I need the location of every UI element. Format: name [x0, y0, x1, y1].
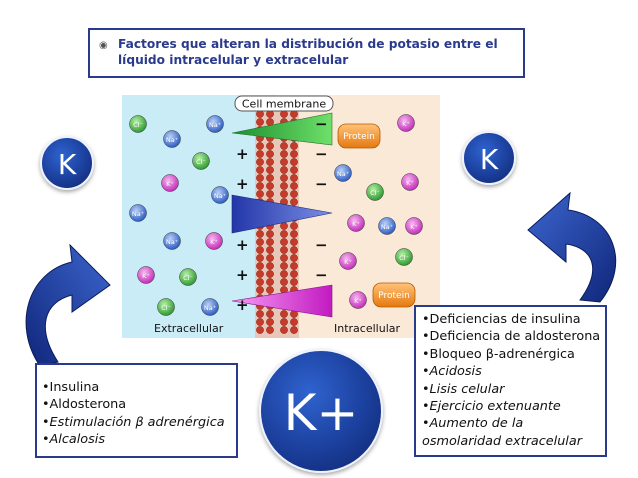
- intracellular-label: Intracellular: [334, 322, 400, 335]
- factor-item: •Aldosterona: [42, 397, 127, 413]
- k-ion-icon: K⁺: [405, 217, 423, 235]
- na-ion-icon: Na⁺: [334, 164, 352, 182]
- k-ion-icon: K⁺: [401, 173, 419, 191]
- factor-item: •Acidosis: [422, 364, 482, 380]
- left-factors-box: •Insulina •Aldosterona•Estimulación β adr…: [35, 363, 238, 458]
- diagram-title: Factores que alteran la distribución de …: [118, 37, 498, 67]
- charge-minus: −: [315, 175, 328, 193]
- na-ion-label: Na⁺: [166, 238, 178, 246]
- cl-ion-icon: Cl⁻: [395, 248, 413, 266]
- k-ion-label: K⁺: [166, 180, 174, 188]
- na-ion-icon: Na⁺: [378, 217, 396, 235]
- na-ion-icon: Na⁺: [206, 115, 224, 133]
- protein-blob: Protein: [337, 123, 381, 149]
- potassium-ion-k-plus-icon: K+: [259, 349, 383, 473]
- charge-minus: −: [315, 145, 328, 163]
- k-ion-label: K⁺: [142, 272, 150, 280]
- charge-plus: +: [236, 145, 249, 163]
- na-ion-icon: Na⁺: [201, 298, 219, 316]
- right-factors-box: •Deficiencias de insulina •Deficiencia de…: [414, 305, 607, 457]
- curved-arrow-left-icon: [25, 243, 111, 367]
- k-ion-icon: K⁺: [339, 252, 357, 270]
- k-ion-icon: K⁺: [161, 174, 179, 192]
- cl-ion-label: Cl⁻: [399, 254, 409, 262]
- cl-ion-label: Cl⁻: [196, 158, 206, 166]
- k-ion-label: K⁺: [352, 220, 360, 228]
- right-factors-list: •Deficiencias de insulina •Deficiencia de…: [422, 311, 605, 450]
- factor-item: •Ejercicio extenuante: [422, 399, 561, 415]
- cl-ion-label: Cl⁻: [370, 189, 380, 197]
- factor-item: •Bloqueo β-adrenérgica: [422, 346, 575, 362]
- cl-ion-label: Cl⁻: [161, 304, 171, 312]
- charge-minus: −: [315, 236, 328, 254]
- extracellular-label: Extracellular: [154, 322, 224, 335]
- k-ion-label: K⁺: [354, 297, 362, 305]
- factor-item: •Estimulación β adrenérgica: [42, 414, 225, 430]
- na-gradient-triangle: [231, 194, 333, 234]
- potassium-k-icon-right: K: [462, 131, 516, 185]
- cl-ion-icon: Cl⁻: [157, 298, 175, 316]
- cell-membrane-label-box: [234, 95, 334, 112]
- membrane-svg: + + + + + − − − − − Cell membrane Cl⁻ Na⁺…: [122, 95, 440, 338]
- factor-item: •Insulina: [42, 380, 100, 395]
- charge-minus: −: [315, 266, 328, 284]
- na-ion-label: Na⁺: [204, 304, 216, 312]
- k-ion-label: K⁺: [410, 223, 418, 231]
- cl-ion-icon: Cl⁻: [192, 152, 210, 170]
- factor-item: •Lisis celular: [422, 381, 505, 397]
- na-ion-label: Na⁺: [132, 210, 144, 218]
- k-ion-icon: K⁺: [347, 214, 365, 232]
- k-ion-label: K⁺: [344, 258, 352, 266]
- factor-item: •Alcalosis: [42, 432, 106, 448]
- k-ion-icon: K⁺: [205, 232, 223, 250]
- protein-label: Protein: [378, 291, 410, 301]
- protein-blob: Protein: [372, 282, 416, 308]
- charge-plus: +: [236, 266, 249, 284]
- cl-ion-icon: Cl⁻: [129, 115, 147, 133]
- na-ion-icon: Na⁺: [129, 204, 147, 222]
- k-ion-icon: K⁺: [397, 114, 415, 132]
- charge-minus: −: [315, 115, 328, 133]
- charge-plus: +: [236, 236, 249, 254]
- k-gradient-triangle: [231, 112, 333, 146]
- na-ion-label: Na⁺: [381, 223, 393, 231]
- k-ion-label: K⁺: [406, 179, 414, 187]
- na-ion-icon: Na⁺: [163, 130, 181, 148]
- title-bullet: ◉: [99, 40, 108, 51]
- na-ion-icon: Na⁺: [163, 232, 181, 250]
- cl-ion-label: Cl⁻: [183, 274, 193, 282]
- cl-ion-label: Cl⁻: [133, 121, 143, 129]
- curved-arrow-right-icon: [527, 191, 617, 303]
- protein-label: Protein: [343, 132, 375, 142]
- charge-plus: +: [236, 175, 249, 193]
- charge-plus: +: [236, 296, 249, 314]
- k-ion-label: K⁺: [402, 120, 410, 128]
- k-ion-icon: K⁺: [137, 266, 155, 284]
- left-factors-list: •Insulina •Aldosterona•Estimulación β adr…: [42, 379, 236, 449]
- na-ion-icon: Na⁺: [211, 186, 229, 204]
- cell-membrane-label: Cell membrane: [242, 98, 326, 111]
- factor-item: •Deficiencias de insulina: [422, 312, 581, 327]
- factor-item: •Aumento de la osmolaridad extracelular: [422, 416, 582, 449]
- membrane-diagram: + + + + + − − − − − Cell membrane Cl⁻ Na⁺…: [122, 95, 440, 338]
- cl-ion-icon: Cl⁻: [179, 268, 197, 286]
- na-ion-label: Na⁺: [337, 170, 349, 178]
- factor-item: •Deficiencia de aldosterona: [422, 329, 601, 345]
- na-ion-label: Na⁺: [214, 192, 226, 200]
- title-box: ◉ Factores que alteran la distribución d…: [88, 28, 525, 78]
- cl-gradient-triangle: [231, 284, 333, 318]
- potassium-k-icon-left: K: [40, 136, 94, 190]
- cl-ion-icon: Cl⁻: [366, 183, 384, 201]
- k-ion-label: K⁺: [210, 238, 218, 246]
- na-ion-label: Na⁺: [209, 121, 221, 129]
- k-ion-icon: K⁺: [349, 291, 367, 309]
- na-ion-label: Na⁺: [166, 136, 178, 144]
